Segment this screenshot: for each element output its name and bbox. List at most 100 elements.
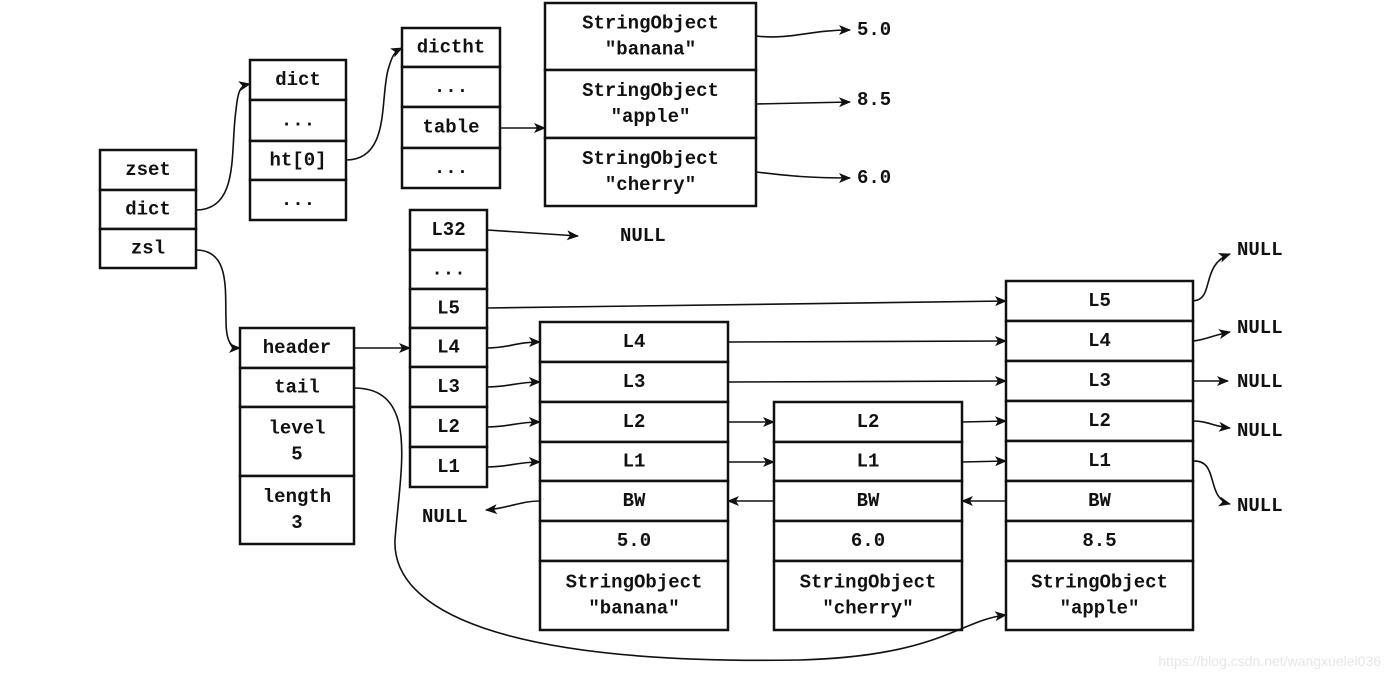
node-apple-label: L3	[1088, 370, 1111, 392]
apple-l2-null-arrow	[1192, 420, 1231, 432]
value-arrow	[755, 171, 851, 183]
zskiplist-struct-cell	[238, 366, 356, 409]
zskiplist-struct-label: tail	[274, 377, 320, 399]
dict-struct-label: ...	[281, 189, 315, 211]
dict-pointer-arrow	[195, 81, 251, 211]
zskiplist-struct-label: level	[268, 418, 325, 440]
node-banana-label: L3	[623, 371, 646, 393]
node-apple-label: L1	[1088, 450, 1111, 472]
node-banana-cell	[538, 519, 730, 563]
header-node-label: L5	[437, 298, 460, 320]
dict-struct-label: ht[0]	[269, 150, 326, 172]
l32-null-arrow	[486, 229, 579, 241]
node-apple-label: L4	[1088, 330, 1111, 352]
header-node-label: L2	[437, 416, 460, 438]
null-label: NULL	[1237, 239, 1283, 261]
header-node-cell	[408, 208, 489, 252]
null-label: NULL	[620, 225, 666, 247]
zskiplist-struct-cell	[238, 474, 356, 546]
l5-arrow	[486, 296, 1007, 309]
node-apple-cell	[1004, 559, 1195, 632]
node-apple-label: "apple"	[1060, 598, 1140, 620]
dict-entry-label: StringObject	[582, 80, 719, 102]
node-banana-label: StringObject	[566, 572, 703, 594]
banana-bw-null-arrow	[485, 500, 541, 515]
cherry-l1-arrow	[961, 456, 1007, 467]
dict-value: 5.0	[857, 19, 891, 41]
banana-l4-arrow	[727, 336, 1007, 347]
node-banana-label: BW	[623, 490, 646, 512]
dict-value: 8.5	[857, 89, 891, 111]
value-arrow	[755, 25, 851, 38]
dict-entry-cell	[543, 1, 758, 72]
ht0-pointer-arrow	[345, 47, 403, 161]
node-apple-label: L2	[1088, 410, 1111, 432]
dict-entry-label: "banana"	[605, 39, 696, 61]
header-node-label: L3	[437, 376, 460, 398]
node-apple-label: StringObject	[1031, 572, 1168, 594]
zskiplist-struct-label: length	[263, 486, 331, 508]
dict-entry-label: StringObject	[582, 13, 719, 35]
dictht-struct-cell	[400, 105, 502, 150]
node-cherry-label: "cherry"	[822, 598, 913, 620]
zset-struct-label: zsl	[131, 238, 165, 260]
node-apple-cell	[1004, 439, 1195, 483]
dict-entry-cell	[543, 136, 758, 208]
l3-arrow	[486, 377, 541, 388]
header-node-label: ...	[431, 259, 465, 281]
header-node-label: L1	[437, 456, 460, 478]
node-cherry-cell	[772, 519, 964, 563]
apple-l1-null-arrow	[1192, 460, 1231, 507]
dict-struct-cell	[248, 58, 348, 102]
dictht-struct-cell	[400, 146, 502, 190]
node-banana-label: 5.0	[617, 530, 651, 552]
node-banana-label: L4	[623, 331, 646, 353]
zset-struct-label: dict	[125, 199, 171, 221]
zset-struct-cell	[98, 227, 198, 270]
null-label: NULL	[1237, 420, 1283, 442]
node-cherry-cell	[772, 559, 964, 632]
node-banana-cell	[538, 559, 730, 632]
node-cherry-label: L1	[857, 451, 880, 473]
node-apple-label: L5	[1088, 290, 1111, 312]
dictht-struct-label: ...	[434, 76, 468, 98]
node-banana-label: L1	[623, 451, 646, 473]
value-arrow	[755, 97, 851, 108]
node-apple-label: BW	[1088, 490, 1111, 512]
zsl-pointer-arrow	[195, 249, 241, 353]
header-node-cell	[408, 365, 489, 409]
zskiplist-struct-label: 3	[291, 512, 302, 534]
zset-struct-label: zset	[125, 159, 171, 181]
node-cherry-label: BW	[857, 490, 880, 512]
dict-value: 6.0	[857, 167, 891, 189]
apple-l4-null-arrow	[1192, 329, 1231, 342]
node-banana-cell	[538, 440, 730, 483]
dictht-struct-cell	[400, 26, 502, 69]
node-apple-cell	[1004, 479, 1195, 523]
dict-entry-label: StringObject	[582, 148, 719, 170]
cherry-l2-arrow	[961, 416, 1007, 427]
null-label: NULL	[422, 506, 468, 528]
null-label: NULL	[1237, 495, 1283, 517]
dict-struct-label: dict	[275, 69, 321, 91]
node-cherry-label: L2	[857, 411, 880, 433]
node-banana-label: "banana"	[588, 598, 679, 620]
null-label: NULL	[1237, 371, 1283, 393]
watermark: https://blog.csdn.net/wangxuelei036	[1158, 653, 1381, 669]
header-node-label: L4	[437, 337, 460, 359]
node-cherry-label: 6.0	[851, 530, 885, 552]
tail-pointer-arrow	[353, 387, 1007, 662]
l1-arrow	[486, 457, 541, 468]
node-apple-label: 8.5	[1082, 530, 1116, 552]
dict-entry-label: "apple"	[611, 106, 691, 128]
dictht-struct-label: ...	[434, 157, 468, 179]
null-label: NULL	[1237, 317, 1283, 339]
zskiplist-struct-label: header	[263, 337, 331, 359]
dictht-struct-label: table	[422, 117, 479, 139]
header-node-cell	[408, 445, 489, 489]
zskiplist-struct-label: 5	[291, 444, 302, 466]
dictht-struct-label: dictht	[417, 37, 485, 59]
banana-l3-arrow	[727, 376, 1007, 387]
